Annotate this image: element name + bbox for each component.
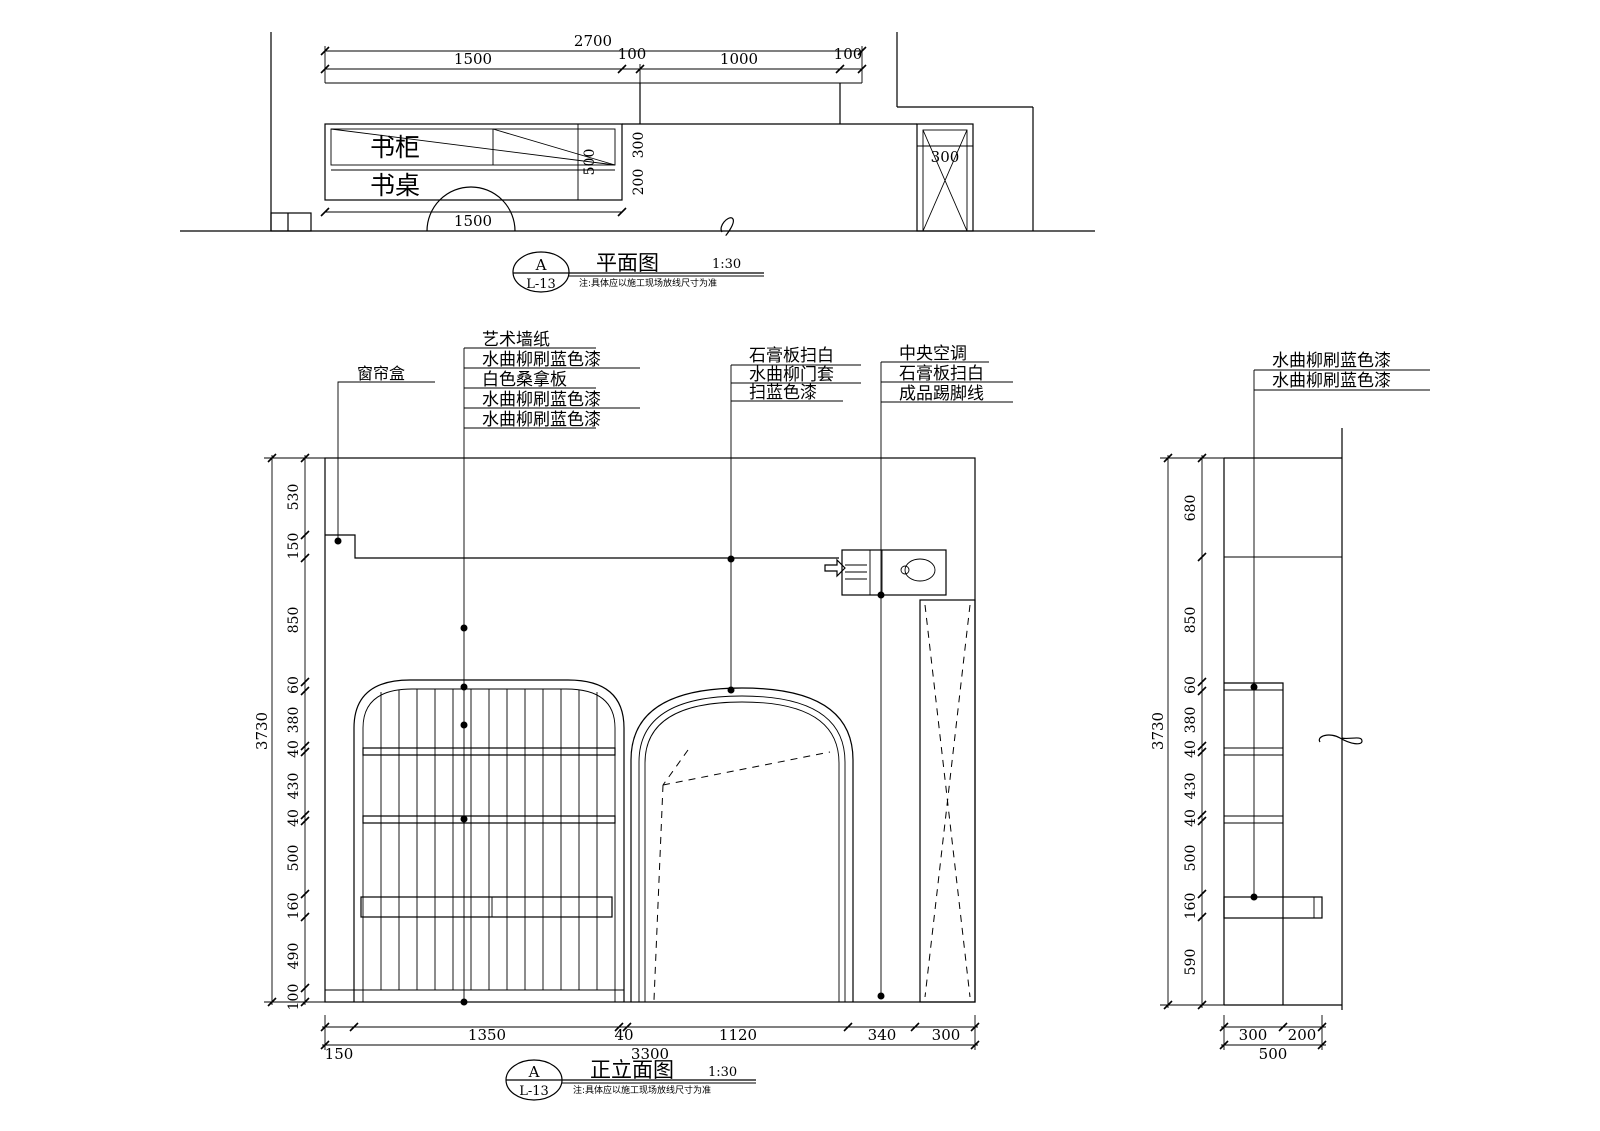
plan-dim-1500: 1500 bbox=[454, 50, 492, 68]
callout-c-2: 成品踢脚线 bbox=[899, 384, 984, 404]
plan-dim-1000: 1000 bbox=[720, 50, 758, 68]
plan-title-letter: A bbox=[535, 256, 547, 274]
front-dim-w-150: 150 bbox=[325, 1045, 354, 1063]
plan-label-bookcase: 书柜 bbox=[370, 133, 420, 162]
plan-note: 注:具体应以施工现场放线尺寸为准 bbox=[579, 277, 717, 289]
front-dim-w-1120: 1120 bbox=[719, 1026, 757, 1044]
side-dim-total-height: 3730 bbox=[1149, 712, 1167, 750]
side-dim-h-160: 160 bbox=[1183, 893, 1199, 920]
side-left-ticks bbox=[1197, 453, 1207, 1010]
front-dim-h-430: 430 bbox=[286, 773, 302, 800]
side-dim-h-380: 380 bbox=[1183, 707, 1199, 734]
plan-title: 平面图 bbox=[596, 251, 659, 275]
front-dim-h-530: 530 bbox=[286, 484, 302, 511]
wood-slats bbox=[380, 689, 598, 990]
side-dim-h-40a: 40 bbox=[1183, 740, 1199, 758]
front-note: 注:具体应以施工现场放线尺寸为准 bbox=[573, 1084, 711, 1096]
side-dim-w-300: 300 bbox=[1239, 1026, 1268, 1044]
side-dim-h-430: 430 bbox=[1183, 773, 1199, 800]
front-dim-total-width: 3300 bbox=[631, 1045, 669, 1063]
front-bottom-ticks bbox=[320, 1022, 980, 1050]
plan-dim-100a: 100 bbox=[618, 45, 647, 63]
callout-b-1: 水曲柳门套 bbox=[749, 365, 834, 385]
callout-b-0: 石膏板扫白 bbox=[749, 345, 834, 366]
callout-b-2: 扫蓝色漆 bbox=[749, 383, 817, 403]
side-callout-0: 水曲柳刷蓝色漆 bbox=[1272, 351, 1391, 371]
front-dim-h-40a: 40 bbox=[286, 740, 302, 758]
plan-dim-bottom-1500: 1500 bbox=[454, 212, 492, 230]
callout-c-1: 石膏板扫白 bbox=[899, 363, 984, 384]
plan-title-ref: L-13 bbox=[526, 277, 556, 292]
plan-dim-depth-200: 200 bbox=[631, 169, 647, 196]
front-dim-h-490: 490 bbox=[286, 943, 302, 970]
front-dim-w-40: 40 bbox=[614, 1026, 633, 1044]
front-dim-h-500: 500 bbox=[286, 845, 302, 872]
plan-label-desk: 书桌 bbox=[370, 171, 420, 200]
front-title-letter: A bbox=[528, 1063, 540, 1081]
front-dim-total-height: 3730 bbox=[253, 712, 271, 750]
callout-a-4: 水曲柳刷蓝色漆 bbox=[482, 410, 601, 430]
front-dim-h-380: 380 bbox=[286, 707, 302, 734]
plan-dim-depth-300: 300 bbox=[631, 132, 647, 159]
callout-a-2: 白色桑拿板 bbox=[482, 369, 567, 390]
front-dim-h-150: 150 bbox=[286, 533, 302, 560]
side-callout-1: 水曲柳刷蓝色漆 bbox=[1272, 371, 1391, 391]
plan-dim-depth-500: 500 bbox=[582, 149, 598, 176]
front-dim-h-160: 160 bbox=[286, 893, 302, 920]
front-title: 正立面图 bbox=[590, 1058, 674, 1082]
side-dim-h-40b: 40 bbox=[1183, 809, 1199, 827]
callout-a-3: 水曲柳刷蓝色漆 bbox=[482, 390, 601, 410]
front-dim-w-1350: 1350 bbox=[468, 1026, 506, 1044]
side-elevation: 水曲柳刷蓝色漆 水曲柳刷蓝色漆 680 850 60 380 40 430 40… bbox=[1149, 351, 1430, 1063]
callout-a-0: 艺术墙纸 bbox=[482, 330, 550, 350]
front-left-ticks bbox=[300, 453, 310, 1007]
plan-dim-total: 2700 bbox=[574, 32, 612, 50]
callout-c-0: 中央空调 bbox=[899, 344, 967, 364]
ac-unit bbox=[824, 549, 947, 596]
front-dim-h-40b: 40 bbox=[286, 809, 302, 827]
plan-dim-100b: 100 bbox=[834, 45, 863, 63]
front-dim-w-300: 300 bbox=[932, 1026, 961, 1044]
front-dim-h-100: 100 bbox=[286, 984, 302, 1011]
front-elevation: 窗帘盒 艺术墙纸 水曲柳刷蓝色漆 白色桑拿板 水曲柳刷蓝色漆 水曲柳刷蓝色漆 石… bbox=[253, 330, 1013, 1101]
front-title-ref: L-13 bbox=[519, 1084, 549, 1099]
front-dim-w-340: 340 bbox=[868, 1026, 897, 1044]
plan-dim-door: 300 bbox=[931, 148, 960, 166]
plan-view: 2700 1500 100 1000 100 书柜 书桌 500 300 200… bbox=[180, 32, 1095, 293]
side-dim-w-200: 200 bbox=[1288, 1026, 1317, 1044]
side-dim-h-680: 680 bbox=[1183, 495, 1199, 522]
front-dim-h-60: 60 bbox=[286, 676, 302, 694]
side-dim-h-60: 60 bbox=[1183, 676, 1199, 694]
side-dim-h-850: 850 bbox=[1183, 607, 1199, 634]
side-dim-h-590: 590 bbox=[1183, 949, 1199, 976]
callout-a-1: 水曲柳刷蓝色漆 bbox=[482, 350, 601, 370]
side-dim-h-500: 500 bbox=[1183, 845, 1199, 872]
plan-scale: 1:30 bbox=[712, 257, 741, 272]
callout-curtain-box: 窗帘盒 bbox=[357, 364, 405, 383]
side-dim-total-width: 500 bbox=[1259, 1045, 1288, 1063]
front-scale: 1:30 bbox=[708, 1065, 737, 1080]
front-dim-h-850: 850 bbox=[286, 607, 302, 634]
